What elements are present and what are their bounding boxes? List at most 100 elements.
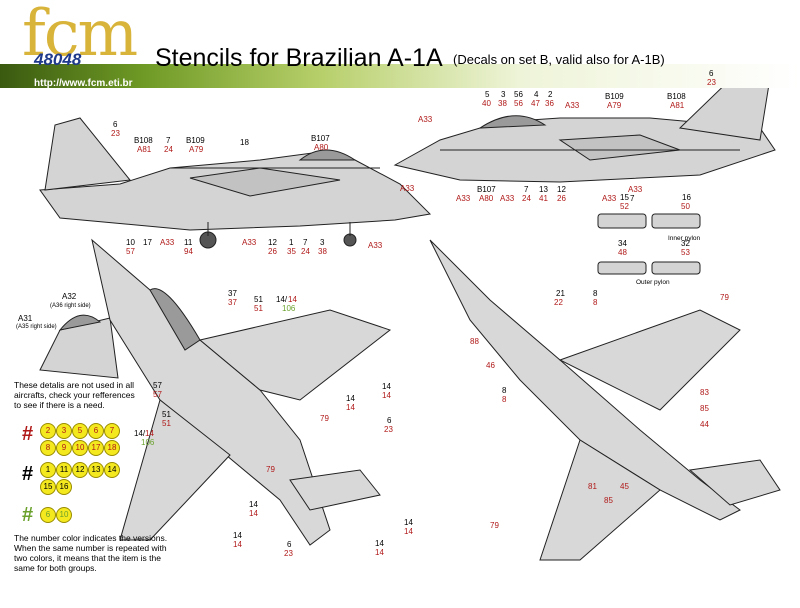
callout-label: 36	[545, 99, 554, 108]
legend-note: The number color indicates the versions.…	[14, 533, 167, 573]
legend-hash-black: #	[22, 463, 34, 485]
detail-label-a31: A31	[18, 314, 33, 323]
callout-label: A33	[160, 238, 175, 247]
callout-label: 16	[682, 193, 691, 202]
page-title: Stencils for Brazilian A-1A	[155, 44, 443, 72]
callout-label: A33	[565, 101, 580, 110]
callout-label: 21	[556, 289, 565, 298]
legend-circle-black: 13	[88, 462, 104, 478]
callout-label: 106	[141, 438, 155, 447]
legend-circle-black: 14	[104, 462, 120, 478]
callout-label: 14	[382, 391, 391, 400]
callout-label: 81	[588, 482, 597, 491]
callout-label: 79	[320, 414, 329, 423]
callout-label: 57	[153, 381, 162, 390]
callout-label: 56	[514, 99, 523, 108]
legend-circle-black: 15	[40, 479, 56, 495]
legend-circle-black: 12	[72, 462, 88, 478]
callout-label: 14	[233, 531, 242, 540]
legend-note-line: When the same number is repeated with	[14, 543, 167, 553]
legend-circle-red: 7	[104, 423, 120, 439]
callout-label: 10	[126, 238, 135, 247]
callout-label: 14	[145, 429, 154, 438]
callout-label: A33	[602, 194, 617, 203]
side-view-left-aircraft	[39, 117, 432, 249]
callout-label: A33	[456, 194, 471, 203]
callout-label: 51	[162, 410, 171, 419]
legend-circle-black: 11	[56, 462, 72, 478]
callout-label: 17	[143, 238, 152, 247]
legend-circle-black: 16	[56, 479, 72, 495]
callout-label: 88	[470, 337, 479, 346]
legend-circle-black: 1	[40, 462, 56, 478]
callout-label: 79	[490, 521, 499, 530]
callout-label: 24	[164, 145, 173, 154]
callout-label: 51	[254, 304, 263, 313]
callout-label: 23	[111, 129, 120, 138]
callout-label: A33	[368, 241, 383, 250]
legend-circle-red: 17	[88, 440, 104, 456]
nose-detail-drawing	[39, 314, 119, 379]
callout-label: 85	[604, 496, 613, 505]
bottom-view-aircraft	[429, 239, 781, 561]
callout-label: 6	[287, 540, 292, 549]
callout-label: B108	[134, 136, 153, 145]
website-url[interactable]: http://www.fcm.eti.br	[34, 78, 133, 89]
legend-hash-red: #	[22, 423, 34, 445]
callout-label: 85	[700, 404, 709, 413]
header-gradient-band	[0, 64, 800, 88]
legend-circle-red: 9	[56, 440, 72, 456]
callout-label: A81	[670, 101, 685, 110]
callout-label: 26	[557, 194, 566, 203]
callout-label: 23	[384, 425, 393, 434]
legend-circle-red: 10	[72, 440, 88, 456]
callout-label: 48	[618, 248, 627, 257]
callout-label: 46	[486, 361, 495, 370]
legend-note-line: same for both groups.	[14, 563, 97, 573]
detail-note-a32: (A36 right side)	[50, 303, 91, 309]
callout-label: 14	[249, 500, 258, 509]
legend-note-line: two colors, it means that the item is th…	[14, 553, 161, 563]
callout-label: A33	[400, 184, 415, 193]
page-subtitle: (Decals on set B, valid also for A-1B)	[453, 52, 665, 67]
detail-label-a32: A32	[62, 292, 77, 301]
callout-label: B108	[667, 92, 686, 101]
callout-label: A33	[242, 238, 257, 247]
callout-label: A33	[418, 115, 433, 124]
inner-pylon-caption: Inner pylon	[668, 235, 701, 242]
callout-label: 8	[593, 298, 598, 307]
detail-note-line: These detalis are not used in all	[14, 380, 135, 390]
detail-note-a31: (A35 right side)	[16, 324, 57, 330]
callout-label: 6	[113, 120, 118, 129]
callout-label: 38	[318, 247, 327, 256]
fcm-logo: fcm	[22, 0, 138, 71]
legend-circle-red: 8	[40, 440, 56, 456]
legend-hash-green: #	[22, 504, 34, 526]
legend-note-line: The number color indicates the versions.	[14, 533, 168, 543]
callout-label: 22	[554, 298, 563, 307]
callout-label: 35	[287, 247, 296, 256]
callout-label: 106	[282, 304, 296, 313]
callout-label: 53	[681, 248, 690, 257]
callout-label: 24	[522, 194, 531, 203]
callout-label: 12	[557, 185, 566, 194]
callout-label: 7	[524, 185, 529, 194]
callout-label: 4	[534, 90, 539, 99]
callout-label: 23	[707, 78, 716, 87]
callout-label: 3	[501, 90, 506, 99]
callout-label: 14	[346, 403, 355, 412]
legend-circle-red: 18	[104, 440, 120, 456]
callout-label: 2	[548, 90, 553, 99]
legend-circle-green: 10	[56, 507, 72, 523]
legend-circle-red: 2	[40, 423, 56, 439]
callout-label: B109	[186, 136, 205, 145]
callout-label: 45	[620, 482, 629, 491]
callout-label: 51	[254, 295, 263, 304]
callout-label: B107	[311, 134, 330, 143]
pylon-drawings	[597, 213, 701, 275]
callout-label: 3	[320, 238, 325, 247]
callout-label: 37	[228, 289, 237, 298]
callout-label: 37	[228, 298, 237, 307]
callout-label: 7	[166, 136, 171, 145]
callout-label: A81	[137, 145, 152, 154]
